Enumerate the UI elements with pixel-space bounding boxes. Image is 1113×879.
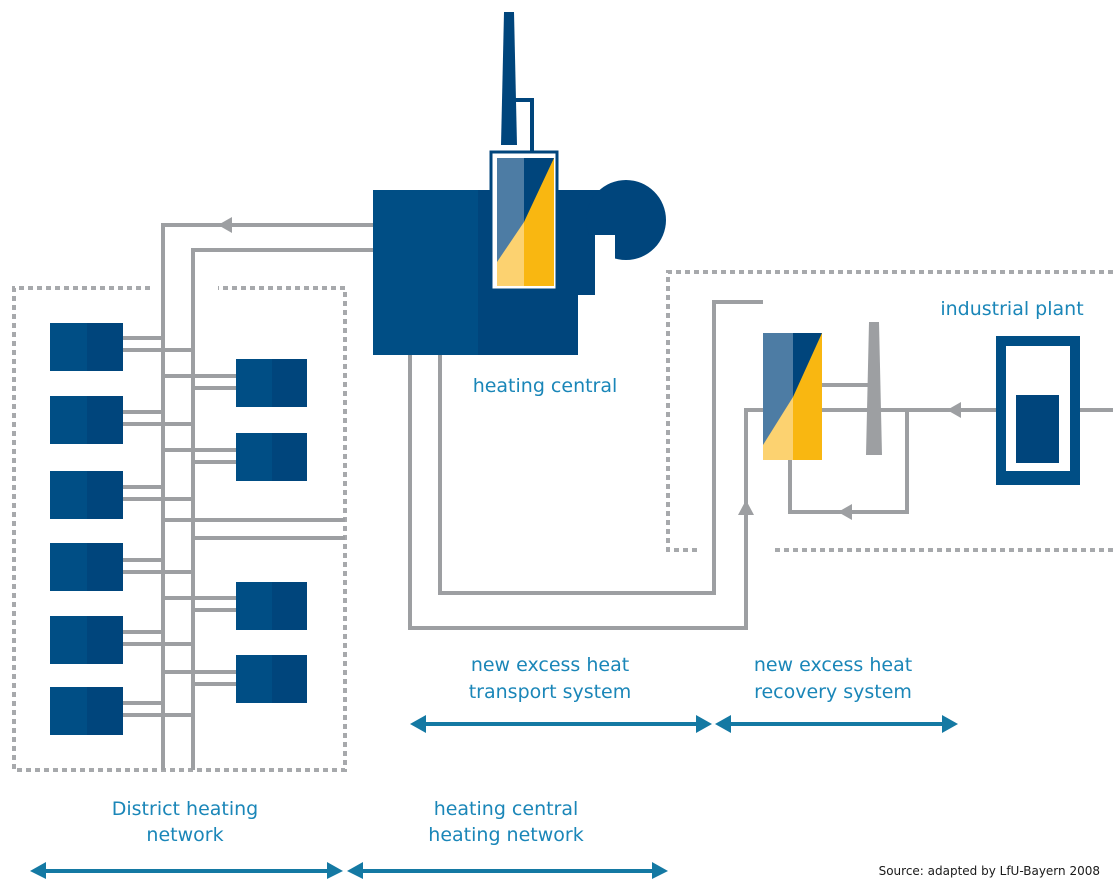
consumer-building [236,433,307,481]
span-arrow-district [30,862,343,879]
district-network-label-line1: District heating [112,798,259,820]
consumer-building [236,655,307,703]
industrial-chimney [866,322,882,455]
heating-pipes [122,223,1113,770]
span-arrow-central-network [347,862,668,879]
source-note: Source: adapted by LfU-Bayern 2008 [879,864,1100,878]
district-consumers [50,323,307,735]
consumer-building [50,687,123,735]
heating-central-chimney [501,12,534,155]
transport-system-label-line2: transport system [469,681,632,703]
recovery-system-label-line1: new excess heat [754,654,912,676]
consumer-building [236,359,307,407]
heating-central-building [373,180,666,355]
span-arrow-transport [410,715,712,733]
district-network-label-line2: network [146,824,223,846]
recovery-system-label-line2: recovery system [754,681,912,703]
flow-arrow-left-icon [947,402,961,418]
heating-central-label: heating central [473,375,618,397]
district-network-boundary [12,286,347,772]
consumer-building [50,471,123,519]
span-arrow-recovery [715,715,958,733]
industrial-plant-label: industrial plant [940,298,1083,320]
central-network-label-line1: heating central [434,798,579,820]
span-arrows [30,715,958,879]
flow-arrow-up-icon [738,500,754,515]
flow-arrow-left-icon [218,217,232,233]
consumer-building [50,396,123,444]
central-network-label-line2: heating network [428,824,583,846]
industrial-furnace [996,336,1080,485]
transport-system-label-line1: new excess heat [471,654,629,676]
consumer-building [50,543,123,591]
consumer-building [50,323,123,371]
heat-exchanger-recovery [763,333,822,460]
consumer-building [50,616,123,664]
flow-arrow-left-icon [838,504,852,520]
consumer-building [236,582,307,630]
heat-exchanger-central [489,150,559,292]
industrial-plant-boundary [666,270,1113,552]
